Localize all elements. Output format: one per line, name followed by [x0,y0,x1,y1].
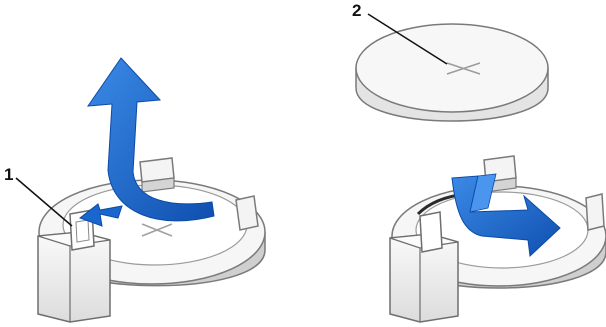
callout-1-label: 1 [4,165,13,184]
callout-2-label: 2 [352,1,361,20]
right-battery-socket [390,156,606,322]
coin-cell-battery [356,24,548,121]
callout-1: 1 [4,165,72,226]
left-battery-socket [38,158,265,322]
